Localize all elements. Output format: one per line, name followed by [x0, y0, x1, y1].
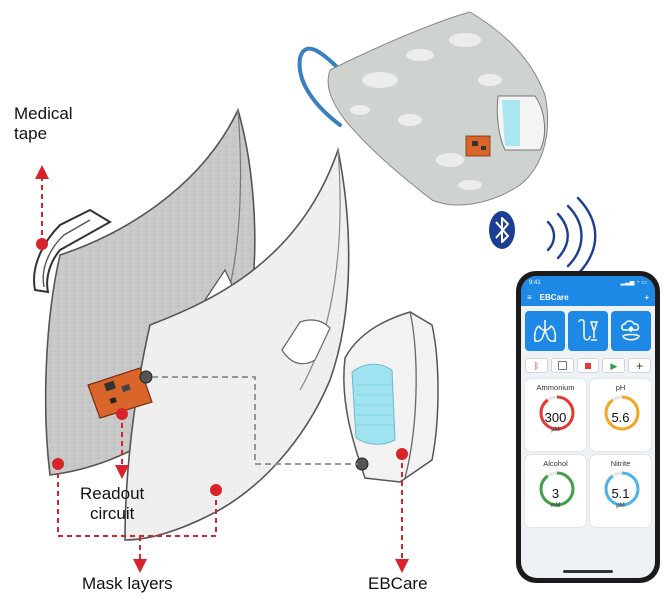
- mask-body: [327, 11, 549, 206]
- medical-tape-dot: [36, 238, 48, 250]
- breath-sample-icon: [578, 319, 599, 341]
- ebcare-chamber-sensor: [351, 363, 396, 445]
- mask-layer-front-dot: [210, 484, 222, 496]
- analyte-unit: mM: [550, 503, 561, 509]
- annotation-dots: [36, 238, 408, 496]
- menu-icon[interactable]: ≡: [527, 293, 532, 302]
- stop-icon: [584, 362, 591, 369]
- analyte-value: 5.6: [611, 410, 630, 425]
- mask-layer-front: [124, 146, 350, 541]
- mask-chamber-sensor: [502, 100, 520, 146]
- assembled-mask: [297, 11, 549, 206]
- mask-layer-front-edge: [299, 149, 341, 391]
- plus-button[interactable]: +: [628, 358, 651, 373]
- mask-layer-back-dot: [52, 458, 64, 470]
- ebcare-label: EBCare: [368, 574, 428, 593]
- play-icon: ▶: [610, 360, 618, 371]
- analyte-unit: μM: [616, 503, 625, 509]
- mask-strap: [297, 46, 342, 127]
- status-bar: 9:41 ▂▃▅ ◔ ▭: [521, 276, 655, 289]
- analyte-gauge-ring: [604, 471, 640, 507]
- mask-layers-connector: [57, 464, 217, 537]
- analyte-tile-ammonium[interactable]: Ammonium 300 μM: [525, 379, 586, 451]
- mode-cards: [521, 306, 655, 354]
- medical-tape-label: Medical tape: [14, 104, 73, 144]
- app-title: EBCare: [539, 293, 569, 302]
- medical-tape-label-line1: Medical: [14, 104, 73, 123]
- mask-layer-front-cutout: [281, 319, 331, 365]
- analyte-name: Ammonium: [536, 383, 575, 392]
- home-indicator: [563, 570, 613, 573]
- analyte-gauge-ring: [539, 471, 575, 507]
- analyte-value: 3: [551, 486, 560, 501]
- save-icon: [557, 361, 567, 370]
- stop-button[interactable]: [576, 358, 600, 373]
- analyte-value: 300: [544, 410, 567, 425]
- lungs-icon: [533, 320, 557, 342]
- phone-screen: 9:41 ▂▃▅ ◔ ▭ ≡ EBCare +: [521, 276, 655, 578]
- connection-dashed-line: [152, 376, 358, 465]
- medical-tape-shape: [33, 208, 112, 294]
- bluetooth-small-icon: ᛒ: [533, 360, 540, 371]
- readout-circuit-dot: [116, 408, 128, 420]
- annotation-lines: [35, 165, 409, 573]
- mask-layers-group: [33, 107, 350, 541]
- plus-icon: +: [636, 358, 644, 373]
- ebcare-chamber: [343, 311, 439, 483]
- wireless-signal-icon: [546, 196, 597, 276]
- status-time: 9:41: [529, 279, 541, 286]
- analyte-name: Nitrite: [610, 459, 631, 468]
- readout-circuit-label-line2: circuit: [89, 504, 135, 523]
- analyte-tiles: Ammonium 300 μM pH 5.6 Alcohol: [521, 377, 655, 529]
- analyte-value: 5.1: [611, 486, 630, 501]
- analyte-tile-nitrite[interactable]: Nitrite 5.1 μM: [590, 455, 651, 527]
- analyte-unit: μM: [551, 427, 560, 433]
- status-icons: ▂▃▅ ◔ ▭: [620, 280, 647, 286]
- cloud-mask-icon: [621, 320, 640, 341]
- analyte-name: pH: [615, 383, 626, 392]
- breath-sample-card[interactable]: [568, 311, 608, 351]
- play-button[interactable]: ▶: [602, 358, 626, 373]
- readout-circuit-pcb: [87, 367, 153, 419]
- bluetooth-icon: [489, 211, 515, 249]
- analyte-tile-ph[interactable]: pH 5.6: [590, 379, 651, 451]
- ebcare-dot: [396, 448, 408, 460]
- readout-circuit-label-line1: Readout: [80, 484, 145, 503]
- app-bar: ≡ EBCare +: [521, 289, 655, 306]
- cloud-mask-card[interactable]: [611, 311, 651, 351]
- analyte-gauge-ring: [539, 395, 575, 431]
- lungs-card[interactable]: [525, 311, 565, 351]
- mask-layers-label: Mask layers: [82, 574, 173, 593]
- add-icon[interactable]: +: [644, 293, 649, 302]
- readout-circuit-label: Readout circuit: [80, 484, 144, 524]
- analyte-gauge-ring: [604, 395, 640, 431]
- analyte-name: Alcohol: [543, 459, 568, 468]
- medical-tape-label-line2: tape: [14, 124, 48, 143]
- analyte-tile-alcohol[interactable]: Alcohol 3 mM: [525, 455, 586, 527]
- control-toolbar: ᛒ ▶ +: [521, 354, 655, 377]
- phone-mockup: 9:41 ▂▃▅ ◔ ▭ ≡ EBCare +: [516, 271, 660, 583]
- bluetooth-button[interactable]: ᛒ: [525, 358, 548, 373]
- medical-tape-inner: [42, 219, 91, 288]
- save-button[interactable]: [550, 358, 574, 373]
